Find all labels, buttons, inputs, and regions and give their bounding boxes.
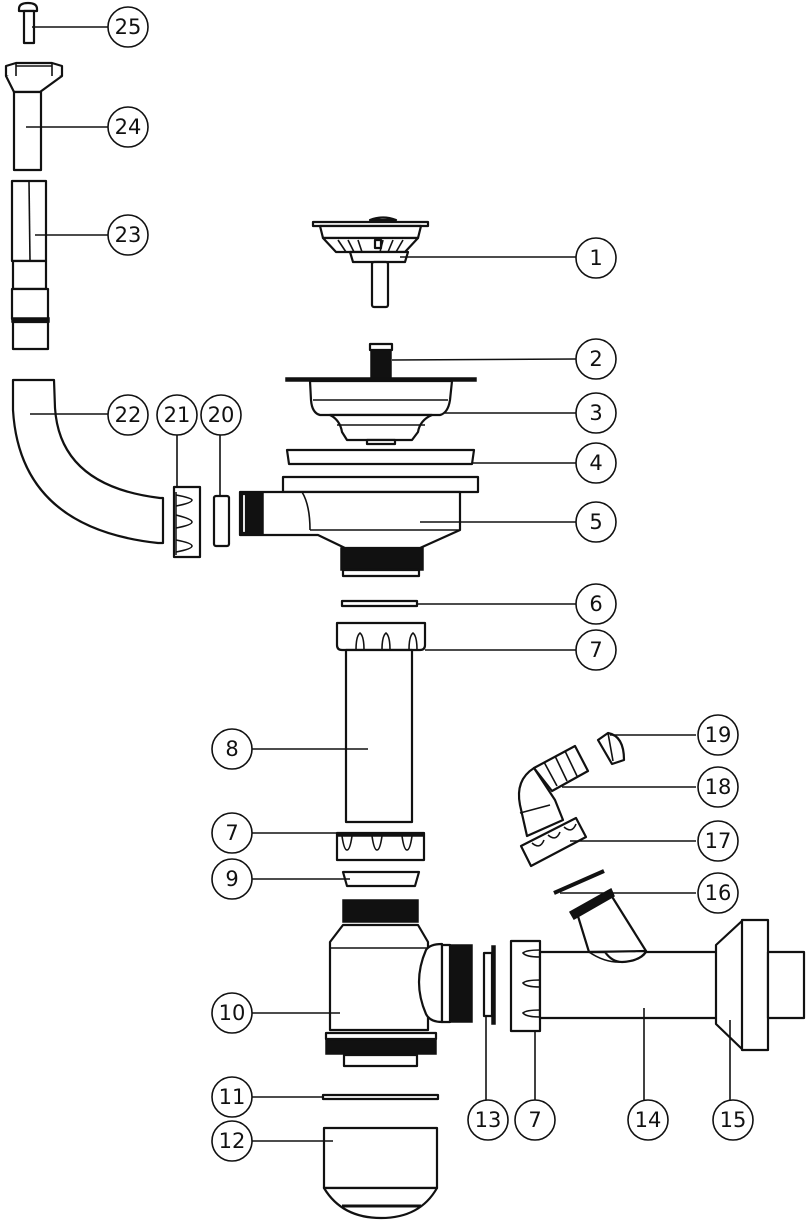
- balloon-25: 25: [107, 6, 149, 48]
- balloon-5: 5: [575, 501, 617, 543]
- svg-text:2: 2: [589, 347, 602, 371]
- balloon-16: 16: [697, 872, 739, 914]
- balloon-4: 4: [575, 442, 617, 484]
- svg-text:24: 24: [115, 115, 142, 139]
- part-20-washer: [212, 494, 231, 548]
- balloon-20: 20: [200, 394, 242, 436]
- svg-text:8: 8: [225, 737, 238, 761]
- part-7-nut-upper: [335, 621, 427, 652]
- balloon-11: 11: [211, 1076, 253, 1118]
- balloon-1: 1: [575, 237, 617, 279]
- part-22-elbow-pipe: [11, 378, 165, 545]
- svg-text:21: 21: [164, 403, 191, 427]
- balloon-12: 12: [211, 1120, 253, 1162]
- svg-text:14: 14: [635, 1108, 662, 1132]
- svg-text:12: 12: [219, 1129, 246, 1153]
- balloon-22: 22: [107, 394, 149, 436]
- balloon-7-middle: 7: [211, 812, 253, 854]
- balloon-3: 3: [575, 392, 617, 434]
- svg-text:7: 7: [528, 1108, 541, 1132]
- svg-text:20: 20: [208, 403, 235, 427]
- svg-text:1: 1: [589, 246, 602, 270]
- balloon-21: 21: [156, 394, 198, 436]
- part-8-tailpipe: [344, 648, 414, 824]
- part-12-bottom-cap: [322, 1126, 439, 1220]
- balloon-8: 8: [211, 728, 253, 770]
- part-11-washer: [321, 1093, 440, 1101]
- balloon-24: 24: [107, 106, 149, 148]
- svg-text:25: 25: [115, 15, 142, 39]
- balloon-23: 23: [107, 214, 149, 256]
- svg-text:16: 16: [705, 881, 732, 905]
- part-25-screw: [17, 1, 39, 45]
- svg-text:23: 23: [115, 223, 142, 247]
- part-19-cap: [596, 731, 626, 766]
- svg-text:19: 19: [705, 723, 732, 747]
- svg-text:13: 13: [475, 1108, 502, 1132]
- svg-text:7: 7: [225, 821, 238, 845]
- balloon-17: 17: [697, 820, 739, 862]
- part-13-washer: [482, 945, 496, 1025]
- svg-text:5: 5: [589, 510, 602, 534]
- svg-text:22: 22: [115, 403, 142, 427]
- balloon-7-upper: 7: [575, 629, 617, 671]
- part-23-overflow-tube: [10, 179, 50, 351]
- part-14-outlet-pipe: [538, 887, 720, 1020]
- balloon-18: 18: [697, 766, 739, 808]
- svg-text:9: 9: [225, 867, 238, 891]
- part-2-stem: [368, 342, 394, 379]
- part-18-hose-elbow: [517, 744, 590, 838]
- svg-text:6: 6: [589, 592, 602, 616]
- part-7-nut-middle: [335, 831, 426, 862]
- part-17-angled-nut: [519, 816, 588, 868]
- part-10-trap-body: [324, 899, 473, 1068]
- balloon-13: 13: [467, 1099, 509, 1141]
- part-6-washer: [340, 599, 419, 608]
- part-9-cone-washer: [341, 870, 421, 888]
- svg-text:15: 15: [720, 1108, 747, 1132]
- balloon-9: 9: [211, 858, 253, 900]
- svg-text:18: 18: [705, 775, 732, 799]
- part-7-nut-side: [509, 939, 542, 1033]
- balloon-15: 15: [712, 1099, 754, 1141]
- balloon-10: 10: [211, 992, 253, 1034]
- part-24-overflow-head: [4, 61, 64, 172]
- balloon-7-side: 7: [514, 1099, 556, 1141]
- svg-text:11: 11: [219, 1085, 246, 1109]
- svg-text:17: 17: [705, 829, 732, 853]
- balloon-2: 2: [575, 338, 617, 380]
- part-3-sink-flange: [285, 377, 477, 446]
- part-4-gasket: [285, 448, 476, 466]
- svg-text:4: 4: [589, 451, 602, 475]
- balloon-6: 6: [575, 583, 617, 625]
- balloon-14: 14: [627, 1099, 669, 1141]
- svg-text:3: 3: [589, 401, 602, 425]
- leader-lines: [26, 26, 731, 1142]
- part-1-strainer-basket: [311, 216, 430, 309]
- svg-text:7: 7: [589, 638, 602, 662]
- part-16-seal: [553, 869, 605, 895]
- svg-text:10: 10: [219, 1001, 246, 1025]
- balloon-19: 19: [697, 714, 739, 756]
- part-5-drain-body: [238, 475, 480, 578]
- part-15-reducer: [714, 918, 806, 1052]
- part-21-nut: [172, 485, 202, 559]
